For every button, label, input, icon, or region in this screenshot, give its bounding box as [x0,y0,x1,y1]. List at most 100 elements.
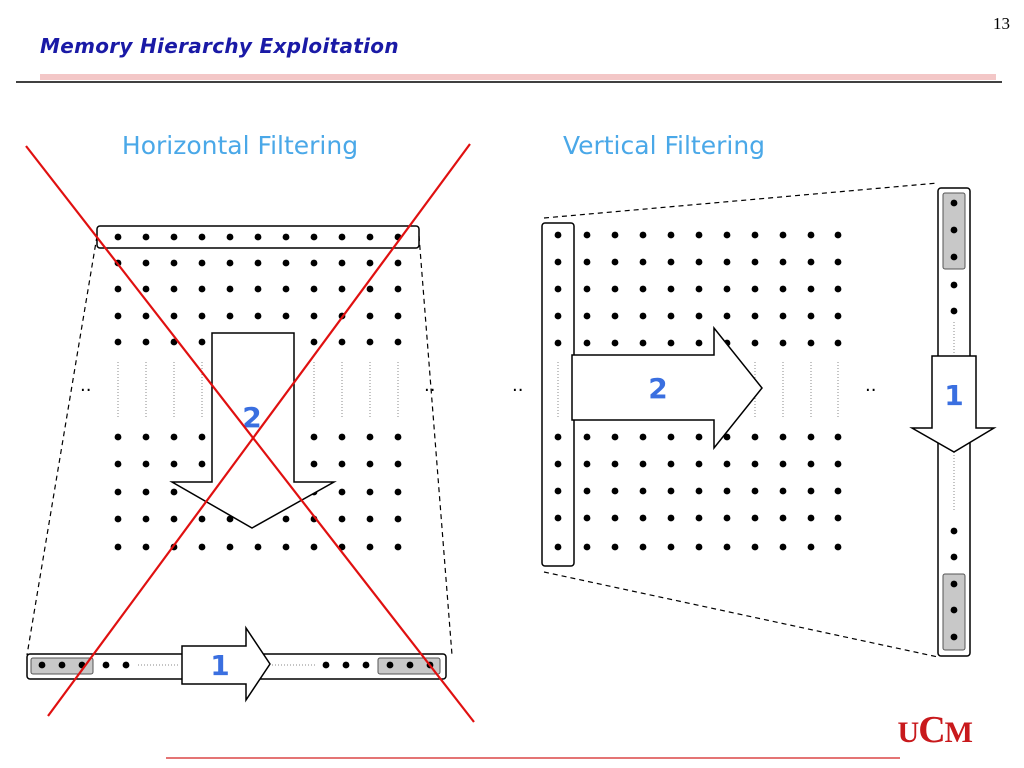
grid-pixel [170,338,178,346]
grid-pixel [170,515,178,523]
grid-pixel [751,285,759,293]
horizontal-filtering-heading: Horizontal Filtering [122,131,358,160]
grid-pixel [282,285,290,293]
grid-pixel [366,233,374,241]
grid-pixel [751,487,759,495]
grid-pixel [583,285,591,293]
grid-pixel [198,338,206,346]
vertical-down-arrow-label: 1 [944,379,963,412]
vertical-right-arrow [571,325,763,451]
grid-pixel [366,259,374,267]
grid-pixel [254,259,262,267]
grid-pixel [667,433,675,441]
grid-pixel [114,433,122,441]
strip-pixel [102,661,110,669]
logo-letter-u: U [897,716,920,749]
vertical-pixel-grid [554,231,842,551]
grid-pixel [554,231,562,239]
grid-pixel [142,488,150,496]
grid-pixel [779,543,787,551]
grid-pixel [723,460,731,468]
grid-pixel [695,312,703,320]
grid-pixel [751,433,759,441]
grid-pixel [583,312,591,320]
grid-pixel [834,285,842,293]
strip-pixel [950,606,958,614]
grid-pixel [226,515,234,523]
grid-pixel [394,433,402,441]
grid-pixel [611,231,619,239]
grid-pixel [834,487,842,495]
grid-pixel [834,433,842,441]
grid-pixel [807,231,815,239]
grid-pixel [723,487,731,495]
grid-pixel [226,259,234,267]
grid-pixel [338,433,346,441]
grid-pixel [282,312,290,320]
grid-pixel [695,460,703,468]
vertical-zoom-line-bottom [543,571,939,658]
strip-pixel [950,527,958,535]
grid-pixel [723,231,731,239]
grid-pixel [170,312,178,320]
grid-pixel [611,312,619,320]
grid-pixel [114,338,122,346]
grid-pixel [114,488,122,496]
vertical-down-arrow [909,355,997,453]
grid-pixel [310,543,318,551]
horizontal-grid-continuation [117,362,399,418]
strip-pixel [122,661,130,669]
grid-pixel [583,543,591,551]
grid-pixel [667,231,675,239]
grid-pixel [611,258,619,266]
grid-pixel [226,285,234,293]
grid-pixel [554,285,562,293]
grid-pixel [366,543,374,551]
grid-pixel [639,433,647,441]
grid-pixel [114,233,122,241]
grid-pixel [583,231,591,239]
grid-pixel [198,312,206,320]
grid-pixel [366,285,374,293]
strip-pixel [950,580,958,588]
grid-pixel [779,339,787,347]
grid-pixel [639,312,647,320]
grid-pixel [695,339,703,347]
grid-pixel [282,259,290,267]
grid-pixel [254,543,262,551]
grid-pixel [142,312,150,320]
grid-pixel [779,433,787,441]
grid-pixel [394,285,402,293]
grid-pixel [142,433,150,441]
grid-pixel [338,515,346,523]
grid-pixel [254,285,262,293]
strip-pixel [58,661,66,669]
grid-pixel [366,338,374,346]
grid-pixel [779,258,787,266]
horizontal-right-arrow [181,625,271,703]
grid-pixel [142,460,150,468]
grid-pixel [170,460,178,468]
grid-pixel [695,258,703,266]
strip-pixel [406,661,414,669]
strip-pixel [950,226,958,234]
strip-pixel [950,307,958,315]
grid-pixel [394,312,402,320]
grid-pixel [114,460,122,468]
title-rule-shadow [40,74,996,80]
grid-pixel [226,543,234,551]
grid-pixel [834,514,842,522]
grid-pixel [611,433,619,441]
grid-pixel [554,433,562,441]
horizontal-ellipsis-right: ·· [424,380,435,401]
grid-pixel [338,259,346,267]
grid-pixel [394,338,402,346]
grid-pixel [834,231,842,239]
grid-pixel [639,231,647,239]
grid-pixel [611,487,619,495]
grid-pixel [583,258,591,266]
grid-pixel [639,543,647,551]
grid-pixel [807,312,815,320]
grid-pixel [394,543,402,551]
grid-pixel [583,433,591,441]
